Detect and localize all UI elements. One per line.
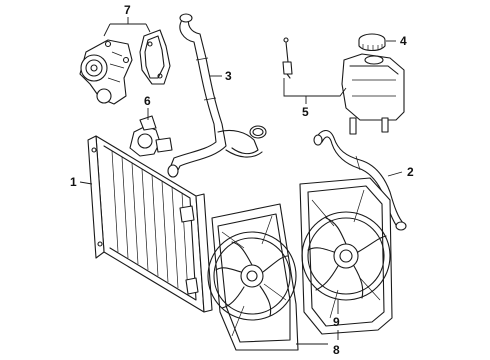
callout-9-label: 9 (333, 315, 340, 329)
callout-5-label: 5 (302, 105, 309, 119)
callout-9: 9 (333, 300, 340, 329)
coolant-reservoir (341, 53, 405, 135)
callout-5: 5 (283, 78, 347, 119)
callout-3-label: 3 (225, 69, 232, 83)
thermostat-housing (129, 115, 173, 157)
radiator (87, 135, 213, 313)
callout-7-label: 7 (124, 3, 131, 17)
callout-1-label: 1 (70, 175, 77, 189)
fan-blades-front (215, 241, 289, 317)
callout-8: 8 (296, 330, 340, 357)
fan-shroud-front (207, 203, 299, 351)
water-pump-gasket (139, 29, 171, 85)
callout-4-label: 4 (400, 34, 407, 48)
upper-radiator-hose (167, 13, 267, 178)
callout-2: 2 (387, 165, 414, 179)
callout-4: 4 (386, 34, 407, 48)
water-pump (79, 39, 133, 105)
callout-6: 6 (144, 94, 151, 120)
fan-shroud-rear (299, 177, 393, 335)
callout-3: 3 (210, 69, 232, 83)
callout-8-label: 8 (333, 343, 340, 357)
callout-1: 1 (70, 175, 93, 189)
reservoir-cap (358, 33, 386, 52)
callout-2-label: 2 (407, 165, 414, 179)
callout-6-label: 6 (144, 94, 151, 108)
callout-7: 7 (103, 3, 151, 37)
radiator-fins (111, 150, 189, 295)
level-sensor (282, 37, 293, 79)
